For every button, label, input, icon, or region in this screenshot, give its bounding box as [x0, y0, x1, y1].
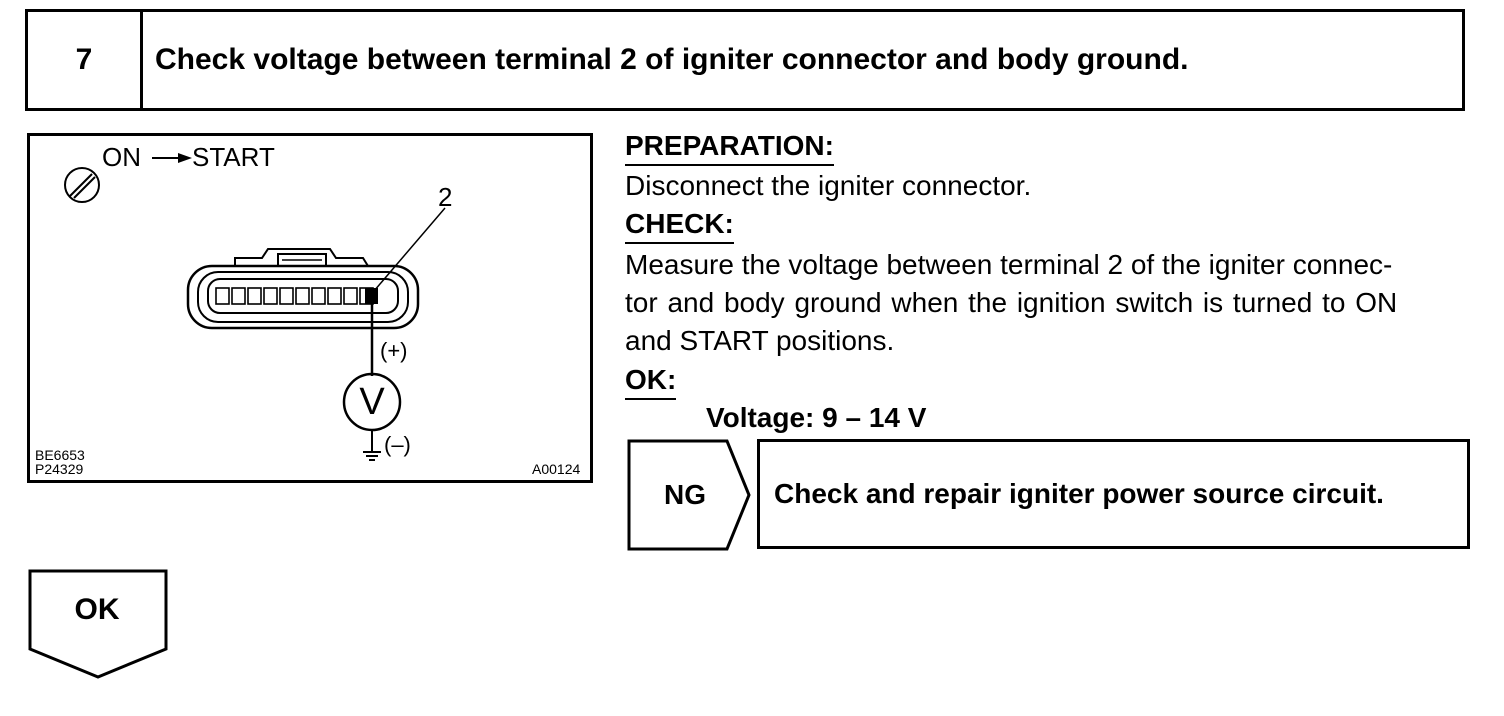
- switch-start-label: START: [192, 142, 275, 172]
- step-header: 7 Check voltage between terminal 2 of ig…: [25, 9, 1465, 111]
- check-heading: CHECK:: [625, 208, 734, 244]
- step-title: Check voltage between terminal 2 of igni…: [155, 43, 1189, 76]
- ignition-key-icon: [64, 167, 100, 203]
- igniter-connector-icon: [186, 248, 420, 330]
- terminal-number-label: 2: [438, 182, 453, 212]
- connector-illustration: ON START 2 (+) V (–) BE6653 P24329 A0012…: [27, 133, 593, 483]
- preparation-heading: PREPARATION:: [625, 130, 834, 166]
- check-text-line: and START positions.: [625, 325, 895, 356]
- switch-on-label: ON: [102, 142, 141, 172]
- voltage-spec: Voltage: 9 – 14 V: [706, 402, 927, 433]
- minus-label: (–): [384, 432, 411, 457]
- step-number: 7: [28, 12, 143, 108]
- ground-icon: [363, 451, 381, 461]
- ok-heading: OK:: [625, 364, 677, 400]
- check-text-line: Measure the voltage between terminal 2 o…: [625, 249, 1393, 280]
- terminal-leader-line: [373, 207, 446, 292]
- ok-down-arrow-icon: [28, 569, 168, 679]
- plus-label: (+): [380, 338, 408, 363]
- check-text-line: tor and body ground when the ignition sw…: [625, 287, 1398, 318]
- ng-label: NG: [664, 479, 706, 510]
- arrow-right-icon: [152, 153, 192, 163]
- ng-chevron-icon: [627, 439, 751, 551]
- ng-action-box: Check and repair igniter power source ci…: [757, 439, 1470, 549]
- illustration-drawing: [64, 153, 446, 461]
- ok-label: OK: [74, 593, 120, 626]
- figure-code: A00124: [532, 461, 581, 477]
- preparation-text: Disconnect the igniter connector.: [625, 170, 1032, 201]
- figure-code: BE6653: [35, 447, 85, 463]
- voltmeter-symbol: V: [359, 381, 385, 423]
- figure-code: P24329: [35, 461, 84, 477]
